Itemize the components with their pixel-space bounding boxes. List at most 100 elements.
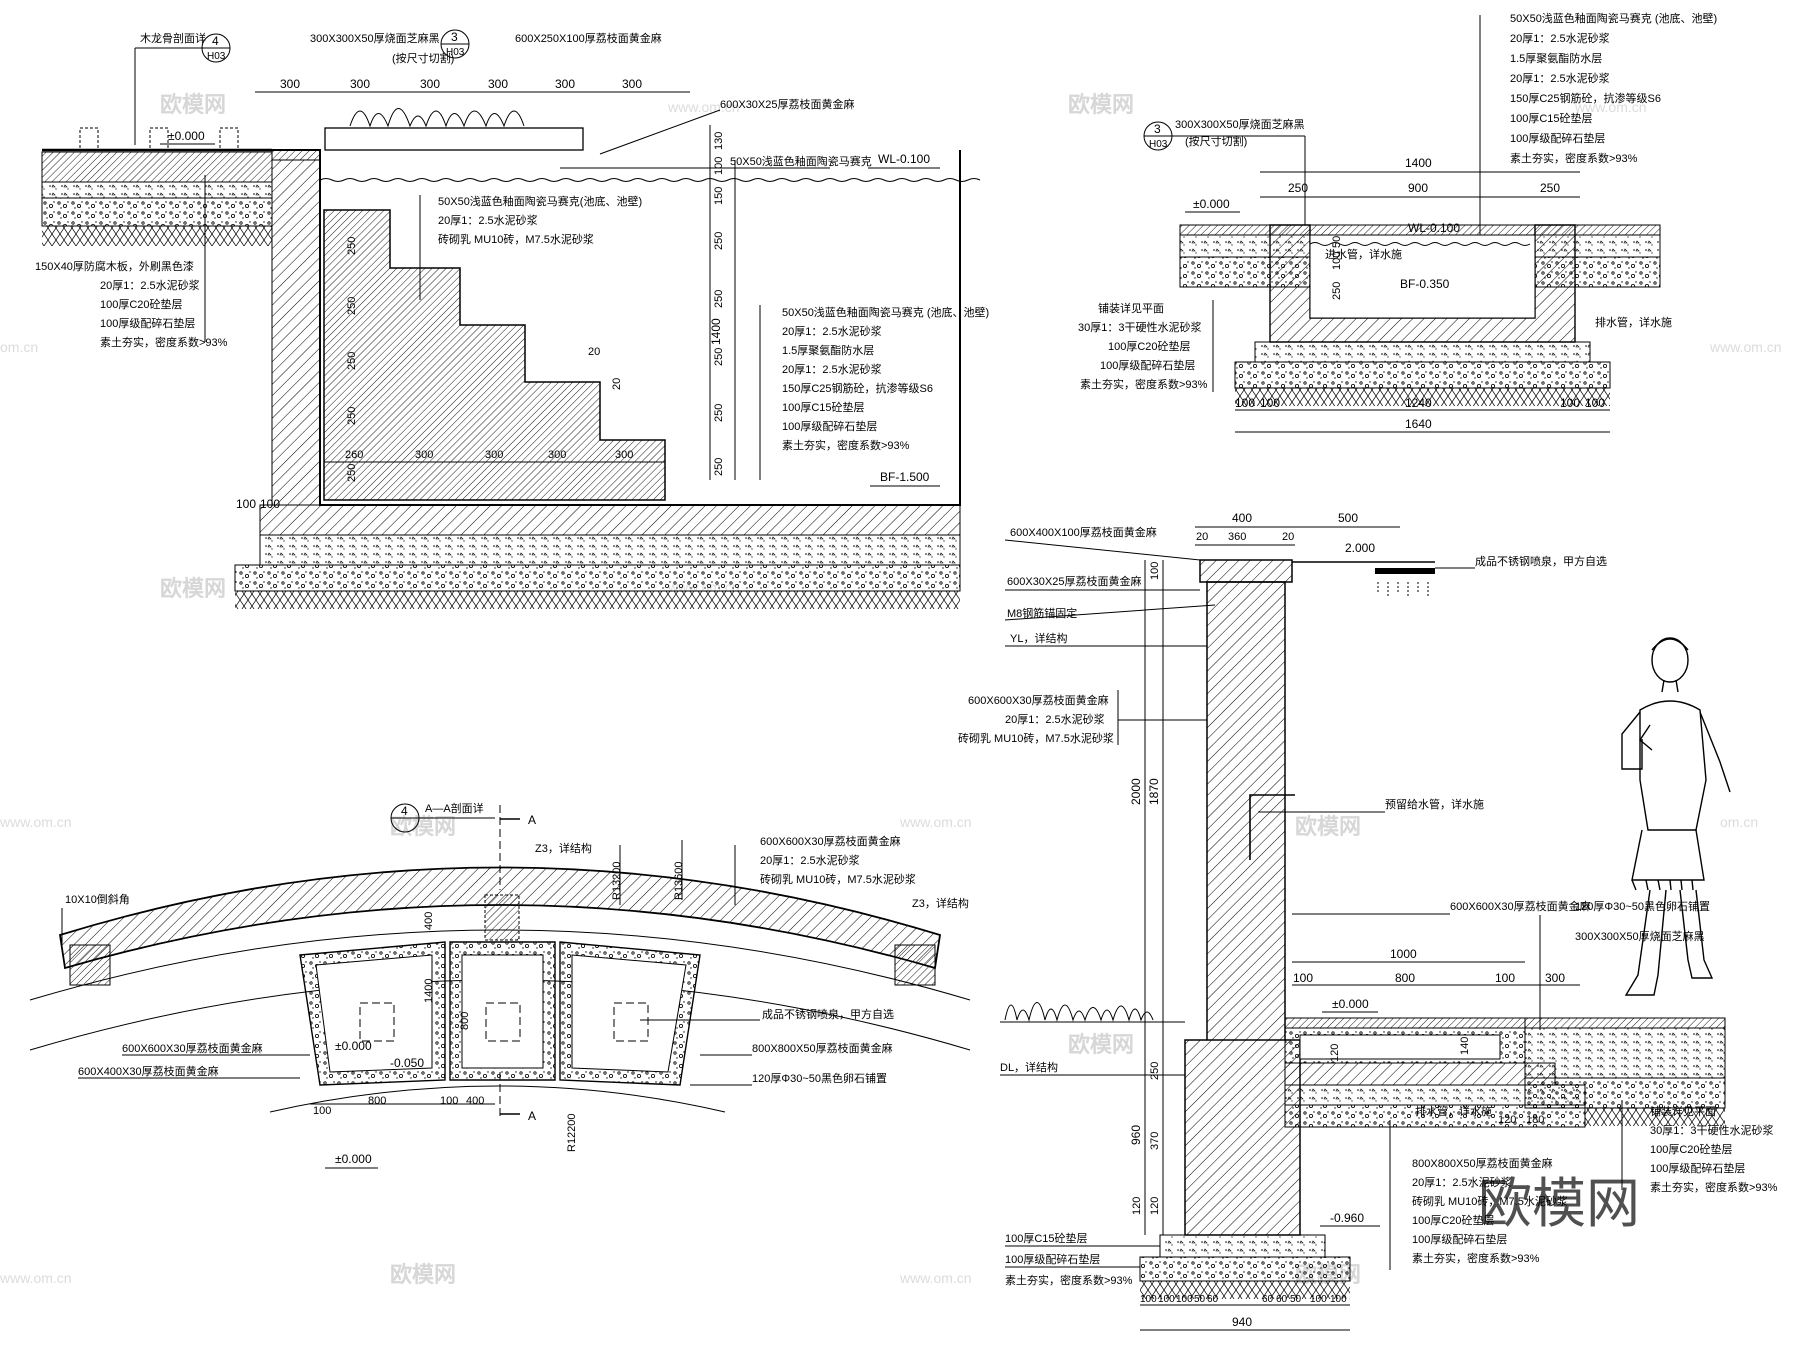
- dim-text: 250: [346, 352, 358, 370]
- bottom-dim: 100: [236, 497, 256, 511]
- dim-text: 300: [420, 77, 440, 91]
- level-bf: BF-0.350: [1400, 277, 1450, 291]
- callout-text: 10X10倒斜角: [65, 893, 130, 906]
- footing-soil: [1140, 1281, 1350, 1299]
- radius-text: R13600: [673, 861, 685, 900]
- dim-text: 120: [1131, 1197, 1143, 1215]
- wall-bottom-dims: 100 100 100 50 60 60 60 50 100 100: [1140, 1294, 1347, 1305]
- callout-text: 300X300X50厚烧面芝麻黑: [1575, 929, 1705, 943]
- callout-text: 600X400X100厚荔枝面黄金麻: [1010, 525, 1157, 539]
- layer-text: 素土夯实，密度系数>93%: [1005, 1273, 1133, 1287]
- dim-text: 140: [1459, 1037, 1471, 1055]
- dim-text: 300: [350, 77, 370, 91]
- floor-soil: [235, 591, 960, 609]
- dim-text: 250: [346, 237, 358, 255]
- layer-text: 100厚级配碎石垫层: [1412, 1232, 1507, 1246]
- dim-text: 120: [1329, 1044, 1341, 1062]
- footing-gravel: [1139, 1256, 1351, 1282]
- dim-text: 20: [1282, 531, 1294, 543]
- layer-text: 20厚1：2.5水泥砂浆: [782, 324, 882, 338]
- dim-text: 400: [1232, 511, 1252, 525]
- callout-text: 600X250X100厚荔枝面黄金麻: [515, 31, 662, 45]
- callout-text: 600X600X30厚荔枝面黄金麻: [122, 1041, 263, 1055]
- layer-text: 20厚1：2.5水泥砂浆: [1412, 1175, 1512, 1189]
- layer-text: 100厚C20砼垫层: [1650, 1142, 1733, 1156]
- layer-text: 1.5厚聚氨酯防水层: [1510, 51, 1602, 65]
- layer-text: 铺装详见平面: [1650, 1104, 1716, 1118]
- dim-text: 300: [415, 449, 433, 461]
- mark-number: 4: [212, 34, 219, 48]
- paving-gravel-right: [1524, 1077, 1726, 1109]
- section-mark-4b: 4 A—A剖面详: [390, 801, 495, 833]
- top-dims: 300 300 300 300 300 300: [280, 77, 642, 91]
- dim-text: 100: [1149, 562, 1161, 580]
- watermark-url: om.cn: [0, 339, 38, 355]
- level-wl: WL-0.100: [1408, 221, 1460, 235]
- dim-text: 60: [1262, 1294, 1274, 1305]
- fountain-outline: [613, 1002, 649, 1042]
- wall-cap: [1199, 559, 1293, 583]
- dim-text: 360: [1228, 531, 1246, 543]
- dim-text: 300: [555, 77, 575, 91]
- dim-text: 300: [488, 77, 508, 91]
- note-text: 进水管，详水施: [1325, 247, 1402, 261]
- callout-text: 300X300X50厚烧面芝麻黑: [1175, 117, 1305, 131]
- layer-text: 铺装详见平面: [1098, 301, 1164, 315]
- section-mark-3b: 3 H03 300X300X50厚烧面芝麻黑 (按尺寸切割): [1143, 117, 1306, 225]
- arc-right-callouts: 600X600X30厚荔枝面黄金麻 20厚1：2.5水泥砂浆 砖砌乳 MU10砖…: [640, 834, 916, 1086]
- layer-text: 150X40厚防腐木板，外刷黑色漆: [35, 259, 194, 273]
- basin-concrete: [1254, 341, 1591, 363]
- basin-slab-4: [1284, 1062, 1556, 1086]
- right-dims: 130 100 150 250 250 250 250 250: [713, 132, 725, 476]
- dim-text: 60: [1207, 1294, 1219, 1305]
- floor-concrete: [259, 534, 961, 566]
- dim-total: 940: [1232, 1315, 1252, 1329]
- step-block: [323, 209, 666, 501]
- layer-text: 素土夯实，密度系数>93%: [1412, 1251, 1540, 1265]
- dim-text: 50: [1331, 236, 1343, 248]
- callout-sub: (按尺寸切割): [1185, 134, 1247, 148]
- pebble-bed: [1284, 1017, 1526, 1029]
- callout-text: 600X30X25厚荔枝面黄金麻: [720, 97, 855, 111]
- mark-number: 4: [401, 804, 408, 818]
- callout-sub: (按尺寸切割): [392, 51, 454, 65]
- watermark-url: www.om.cn: [899, 1270, 972, 1286]
- callout-text: 木龙骨剖面详: [140, 31, 206, 45]
- dim-text: 2000: [1129, 778, 1143, 805]
- note-text: 排水管，详水施: [1415, 1104, 1492, 1118]
- dim-text: 20: [1196, 531, 1208, 543]
- watermark-url: om.cn: [1720, 814, 1758, 830]
- watermark-url: www.om.cn: [1574, 99, 1647, 115]
- callout-text: 120厚Φ30~50黑色卵石铺置: [752, 1071, 887, 1085]
- dim-text: 800: [368, 1095, 386, 1107]
- level-text: -0.960: [1330, 1211, 1364, 1225]
- watermark-url: www.om.cn: [667, 99, 740, 115]
- callout-text: 300X300X50厚烧面芝麻黑: [310, 31, 440, 45]
- layer-text: 100厚级配碎石垫层: [1650, 1161, 1745, 1175]
- dim-text: 100: [1260, 396, 1280, 410]
- layer-text: 20厚1：2.5水泥砂浆: [1005, 712, 1105, 726]
- water-surface: [319, 178, 981, 182]
- dim-text: 100: [1330, 1294, 1347, 1305]
- layer-text: 20厚1：2.5水泥砂浆: [1510, 31, 1610, 45]
- basin-water: [1309, 234, 1536, 319]
- section-shallow-pool: 50X50浅蓝色釉面陶瓷马赛克 (池底、池壁) 20厚1：2.5水泥砂浆 1.5…: [1078, 11, 1717, 433]
- basin-inner: [571, 954, 687, 1073]
- dim-text: 100: [1560, 396, 1580, 410]
- mortar-layer: [41, 181, 273, 199]
- layer-text: 100厚C20砼垫层: [1412, 1213, 1495, 1227]
- step-dims: 260 300 300 300 300 250 250 250 250 250 …: [345, 237, 633, 482]
- level-text: 2.000: [1345, 541, 1375, 555]
- ground-plants: [1004, 1002, 1154, 1022]
- section-mark-4: 4 H03 木龙骨剖面详: [134, 31, 231, 145]
- floor-slab: [259, 504, 961, 536]
- dim-text: 300: [280, 77, 300, 91]
- dim-text: 250: [346, 297, 358, 315]
- layer-text: 150厚C25钢筋砼，抗渗等级S6: [782, 381, 933, 395]
- dim-text: 250: [346, 464, 358, 482]
- layer-text: 20厚1：2.5水泥砂浆: [1510, 71, 1610, 85]
- mark-sheet: H03: [207, 51, 226, 62]
- cut-label: A: [528, 813, 536, 827]
- dim-text: 1400: [1405, 156, 1432, 170]
- deck-joists: [42, 127, 272, 152]
